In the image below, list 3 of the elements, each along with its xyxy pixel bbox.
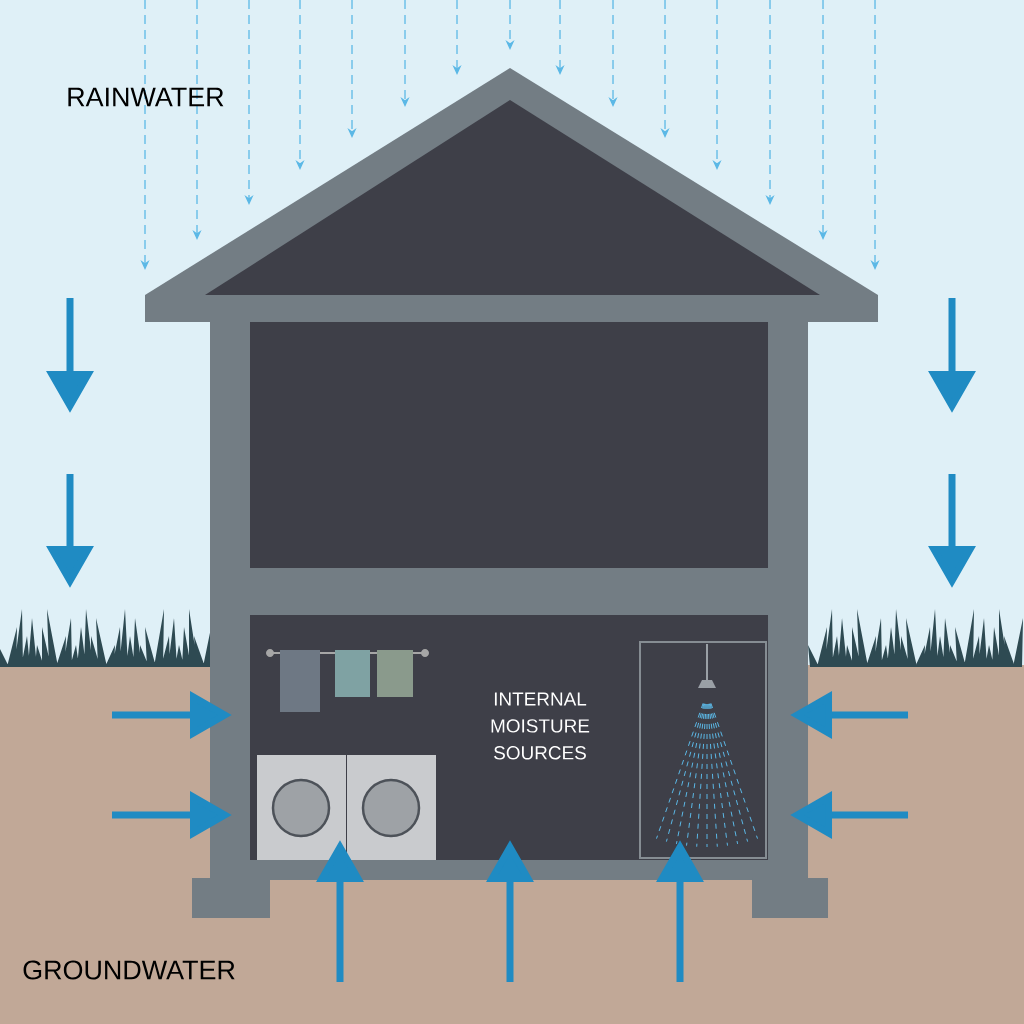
label: RAINWATER xyxy=(68,87,224,107)
label: INTERNAL MOISTURE SOURCES xyxy=(491,692,590,760)
label: GROUNDWATER xyxy=(23,960,235,980)
